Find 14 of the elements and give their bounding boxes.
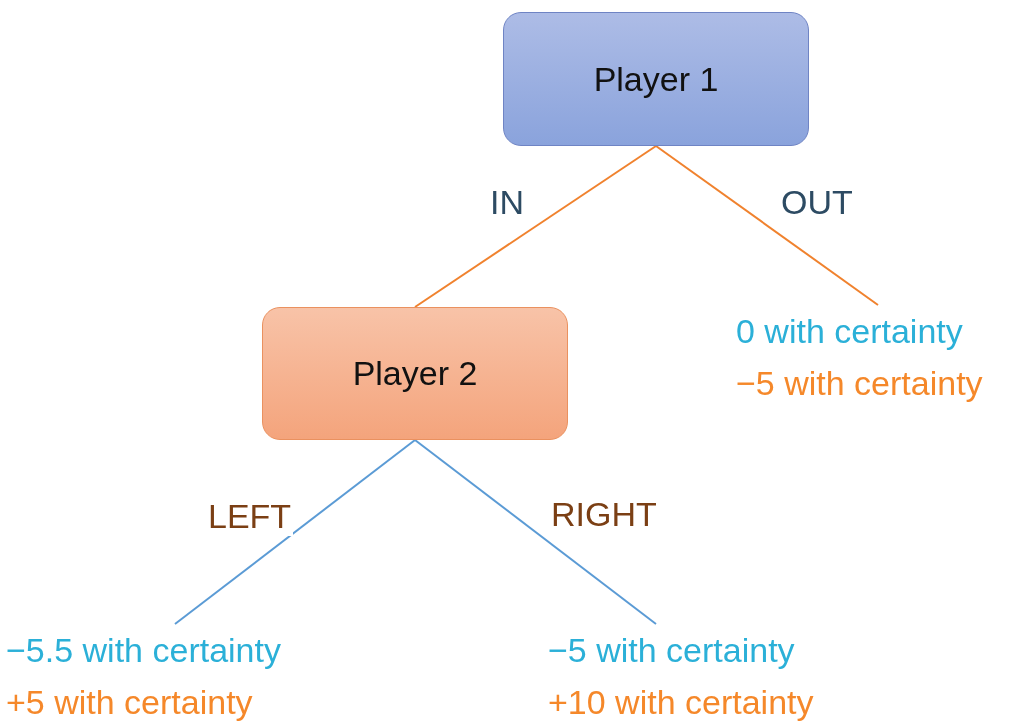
- branch-line: [414, 145, 657, 308]
- player-box: [503, 12, 809, 146]
- payoff-text: −5 with certainty: [548, 630, 796, 671]
- branch-line: [655, 145, 879, 306]
- branch-line: [414, 439, 657, 625]
- payoff-text: 0 with certainty: [736, 311, 964, 352]
- payoff-text: +10 with certainty: [548, 682, 815, 723]
- player-box: [262, 307, 568, 440]
- payoff-text: −5 with certainty: [736, 363, 984, 404]
- payoff-text: −5.5 with certainty: [6, 630, 282, 671]
- player-label: Player 1: [593, 59, 719, 99]
- branch-line: [174, 439, 416, 625]
- player-label: Player 2: [352, 354, 478, 393]
- payoff-text: +5 with certainty: [6, 682, 254, 723]
